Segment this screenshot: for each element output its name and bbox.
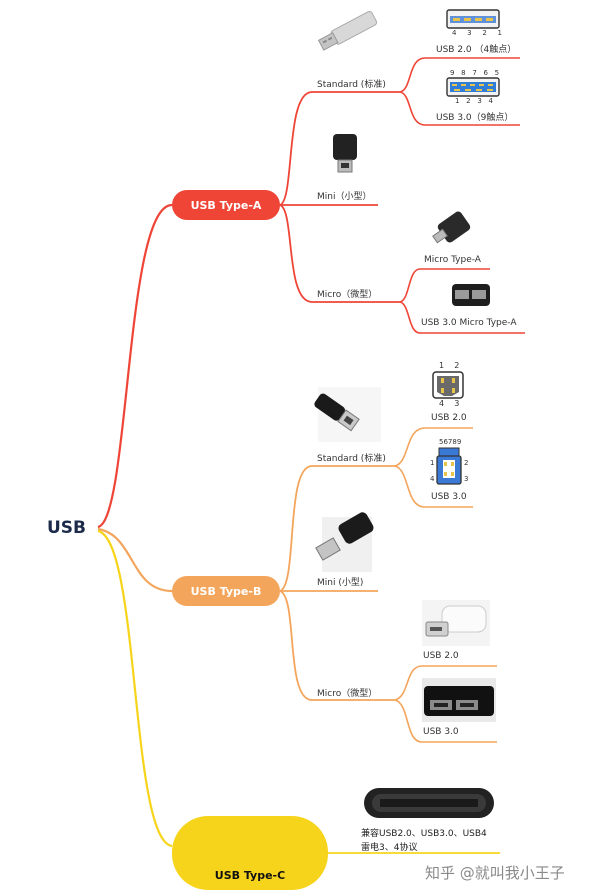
pin-label: 6 <box>483 69 488 77</box>
pin-label: 3 <box>454 399 460 408</box>
typeb-usb3-pin-2: 2 <box>464 459 469 467</box>
typea-usb3-pins-top: 9 8 7 6 5 <box>450 69 499 77</box>
pin-label: 1 <box>439 361 445 370</box>
micro-b-usb2-plug-icon <box>422 600 490 646</box>
usb-b-plug-icon <box>314 393 360 432</box>
typea-usb3-label: USB 3.0（9触点） <box>436 113 514 123</box>
typea-micro-a-label: Micro Type-A <box>424 255 481 265</box>
typeb-usb3-pin-1: 1 <box>430 459 435 467</box>
edge-root-typeb <box>97 527 173 593</box>
pin-label: 4 <box>452 29 458 37</box>
typea-mini-label: Mini（小型） <box>317 192 372 202</box>
pin-label: 4 <box>488 97 493 105</box>
typea-usb2-label: USB 2.0 （4触点） <box>436 45 517 55</box>
node-usb-type-a[interactable]: USB Type-A <box>172 190 280 220</box>
typeb-usb2-label: USB 2.0 <box>431 413 467 423</box>
usb3-a-port-diagram <box>446 77 500 97</box>
typeb-micro-label: Micro（微型） <box>317 689 378 699</box>
typeb-micro-usb3-label: USB 3.0 <box>423 727 459 737</box>
micro-usb-plug-icon <box>432 211 471 244</box>
typea-usb2-pins: 4 3 2 1 <box>452 29 503 37</box>
typea-usb3-pins-bottom: 1 2 3 4 <box>455 97 493 105</box>
pin-label: 1 <box>455 97 460 105</box>
pin-label: 3 <box>477 97 482 105</box>
typeb-mini-label: Mini (小型) <box>317 578 364 588</box>
pin-label: 5 <box>494 69 500 77</box>
typea-usb3-micro-a-label: USB 3.0 Micro Type-A <box>421 318 517 328</box>
watermark: 知乎 @就叫我小王子 <box>425 864 565 882</box>
pin-label: 2 <box>466 97 471 105</box>
usb-c-port-diagram <box>364 770 494 818</box>
typeb-micro-usb2-label: USB 2.0 <box>423 651 459 661</box>
pin-label: 2 <box>482 29 488 37</box>
typeb-usb2-pins-top: 1 2 <box>439 361 459 370</box>
pin-label: 8 <box>461 69 466 77</box>
root-node-usb: USB <box>47 518 87 538</box>
usb3-micro-a-plug-icon <box>452 284 490 306</box>
edge-root-typea <box>97 203 173 529</box>
typec-compat-line2: 雷电3、4协议 <box>361 843 418 853</box>
typeb-usb2-pins-bottom: 4 3 <box>439 399 459 408</box>
typeb-usb3-pins-top: 56789 <box>439 438 462 446</box>
pin-label: 9 <box>450 69 455 77</box>
usb3-b-port-diagram <box>436 447 462 485</box>
typea-micro-label: Micro（微型） <box>317 290 378 300</box>
typeb-usb3-pin-3: 3 <box>464 475 469 483</box>
pin-label: 4 <box>439 399 445 408</box>
typeb-usb3-label: USB 3.0 <box>431 492 467 502</box>
usb-a-plug-icon <box>317 10 378 51</box>
typeb-standard-label: Standard (标准) <box>317 454 386 464</box>
pin-label: 1 <box>497 29 503 37</box>
typea-standard-label: Standard (标准) <box>317 80 386 90</box>
usb2-a-port-diagram <box>446 9 500 29</box>
mini-b-plug-icon <box>315 512 374 572</box>
pin-label: 7 <box>472 69 477 77</box>
mini-usb-plug-icon <box>333 134 357 173</box>
typeb-usb3-pin-4: 4 <box>430 475 435 483</box>
node-usb-type-b[interactable]: USB Type-B <box>172 576 280 606</box>
edge-root-typec <box>97 529 173 848</box>
node-usb-type-c[interactable]: USB Type-C <box>172 816 328 890</box>
node-usb-type-c-label: USB Type-C <box>214 869 286 882</box>
pin-label: 3 <box>467 29 473 37</box>
typec-compat-line1: 兼容USB2.0、USB3.0、USB4 <box>361 829 487 839</box>
pin-label: 2 <box>454 361 460 370</box>
micro-b-usb3-plug-icon <box>422 678 496 722</box>
usb2-b-port-diagram <box>432 371 464 399</box>
